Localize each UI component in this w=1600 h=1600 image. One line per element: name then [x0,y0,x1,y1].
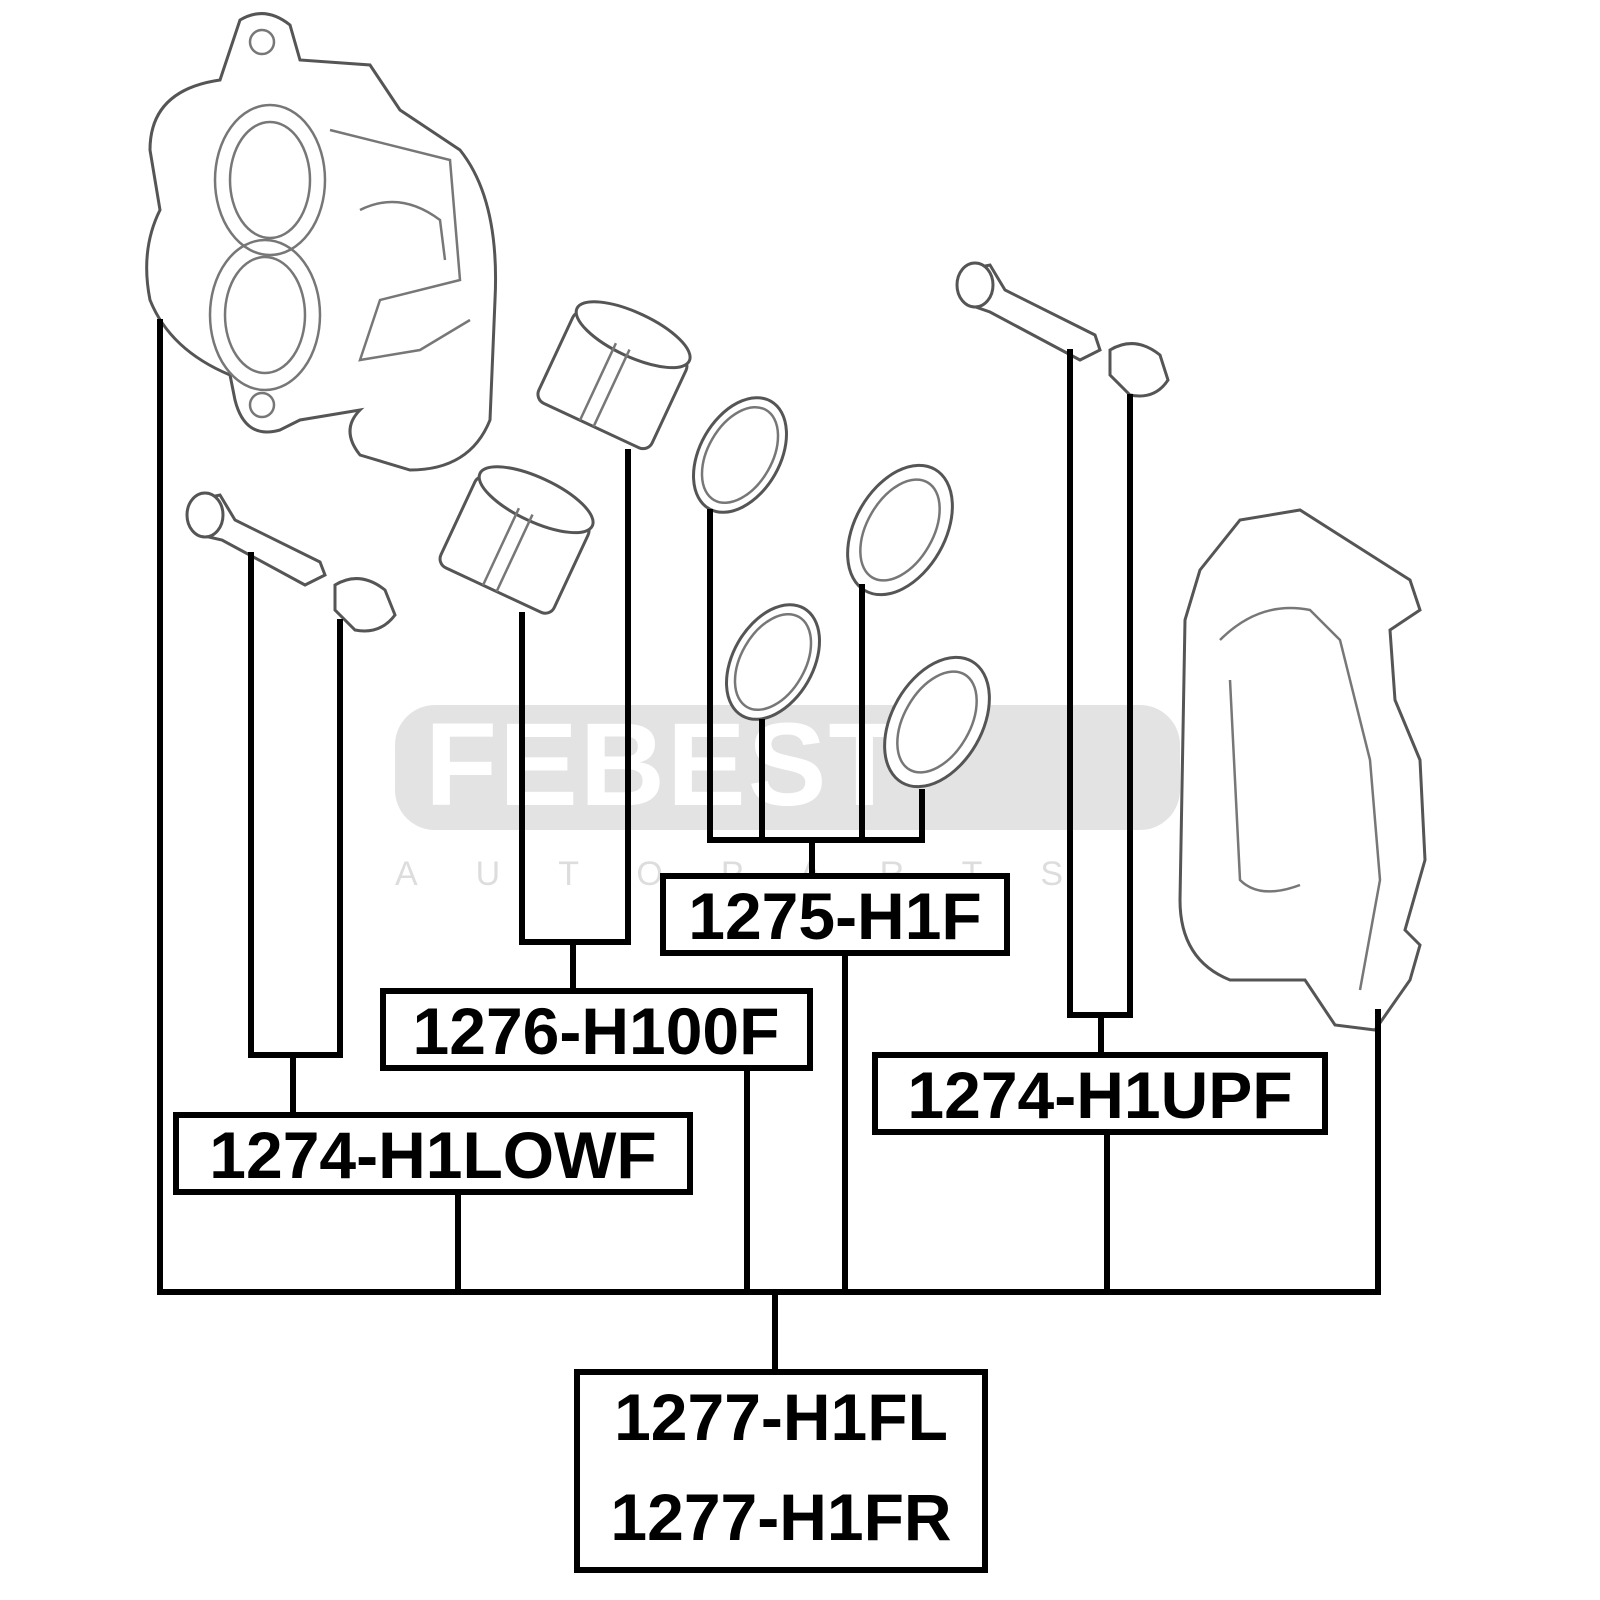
label-1277-H1FL-FR: 1277-H1FL 1277-H1FR [574,1369,988,1573]
watermark-brand: FEBEST [425,699,903,831]
label-1274-H1UPF: 1274-H1UPF [872,1052,1328,1135]
label-1276-H100F: 1276-H100F [380,988,813,1071]
piston-lower-illustration [438,465,595,615]
label-1274-H1LOWF: 1274-H1LOWF [173,1112,693,1195]
svg-text:1274-H1UPF: 1274-H1UPF [907,1058,1292,1132]
watermark-logo: FEBEST AUTOPARTS [395,699,1180,893]
svg-text:1274-H1LOWF: 1274-H1LOWF [209,1118,656,1192]
svg-text:1275-H1F: 1275-H1F [688,879,982,953]
svg-text:1277-H1FR: 1277-H1FR [610,1480,951,1554]
label-1275-H1F: 1275-H1F [660,873,1010,956]
svg-text:1276-H100F: 1276-H100F [413,994,780,1068]
leader-lines [157,319,1381,1375]
svg-text:1277-H1FL: 1277-H1FL [614,1380,948,1454]
brake-caliper-illustration [145,12,498,472]
lower-guide-pin-illustration [185,491,397,633]
upper-guide-pin-illustration [955,261,1170,398]
caliper-bracket-illustration [1178,508,1427,1032]
piston-upper-illustration [536,300,692,451]
